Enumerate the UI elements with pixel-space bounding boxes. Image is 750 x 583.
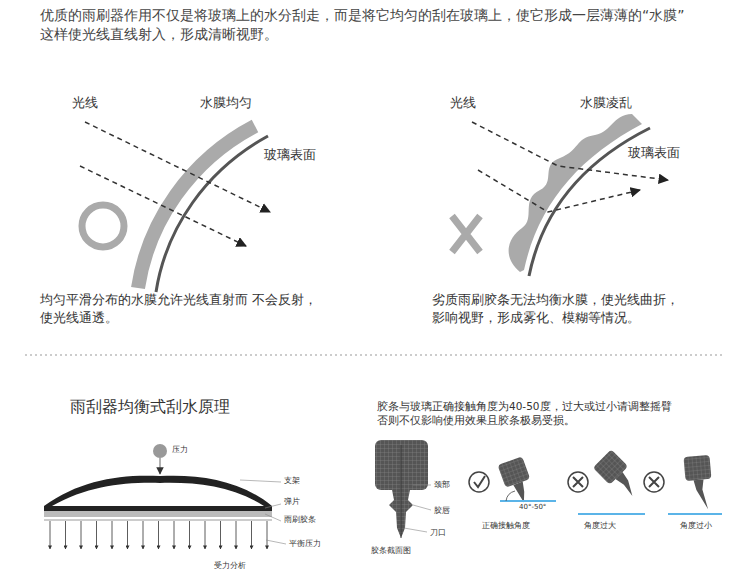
part-label: 平衡压力 xyxy=(289,539,321,550)
part-label: 压力 xyxy=(172,445,188,456)
force-arrow xyxy=(189,521,190,549)
force-diagram xyxy=(44,444,286,549)
note-text: 胶条与玻璃正确接触角度为40-50度，过大或过小请调整摇臂 否则不仅影响使用效果… xyxy=(377,399,737,427)
bad-film-figure xyxy=(452,114,668,276)
good-film-figure xyxy=(80,122,270,292)
caption-text: 均匀平滑分布的水膜允许光线直射而 不会反射，使光线通透。 xyxy=(40,291,340,326)
too-small-figure xyxy=(644,455,722,514)
ray-label: 光线 xyxy=(72,94,98,112)
angle-label: 40°-50° xyxy=(519,503,546,512)
ray-label: 光线 xyxy=(450,94,476,112)
force-arrow xyxy=(65,521,66,549)
film-label: 水膜均匀 xyxy=(200,94,252,112)
part-label: 雨刷胶条 xyxy=(284,515,316,526)
part-label: 胶唇 xyxy=(434,506,450,517)
force-arrow xyxy=(220,521,221,549)
part-label: 受力分析 xyxy=(214,561,246,572)
force-arrow xyxy=(267,521,268,549)
force-arrow xyxy=(205,521,206,549)
force-arrow xyxy=(236,521,237,549)
angle-caption: 角度过小 xyxy=(680,521,712,532)
part-label: 弹片 xyxy=(284,497,300,508)
force-arrow xyxy=(96,521,97,549)
strip-section xyxy=(375,440,431,538)
part-label: 颈部 xyxy=(434,480,450,491)
angle-caption: 正确接触角度 xyxy=(482,521,530,532)
glass-label: 玻璃表面 xyxy=(628,144,680,162)
force-arrow xyxy=(112,521,113,549)
force-arrow xyxy=(127,521,128,549)
angle-caption: 角度过大 xyxy=(584,521,616,532)
glass-label: 玻璃表面 xyxy=(264,146,316,164)
section-title: 雨刮器均衡式刮水原理 xyxy=(70,396,230,418)
part-label: 支架 xyxy=(284,476,300,487)
too-large-figure xyxy=(568,449,645,514)
film-label: 水膜凌乱 xyxy=(580,94,632,112)
force-arrow xyxy=(50,521,51,549)
intro-text: 优质的雨刷器作用不仅是将玻璃上的水分刮走，而是将它均匀的刮在玻璃上，使它形成一层… xyxy=(40,6,740,44)
force-arrow xyxy=(158,521,159,549)
part-label: 胶条截面图 xyxy=(371,546,411,557)
force-arrow xyxy=(174,521,175,549)
caption-text: 劣质雨刷胶条无法均衡水膜，使光线曲折， 影响视野，形成雾化、模糊等情况。 xyxy=(432,291,742,326)
separator xyxy=(25,355,725,356)
force-arrow xyxy=(81,521,82,549)
part-label: 刀口 xyxy=(430,528,446,539)
force-arrow xyxy=(143,521,144,549)
force-arrow xyxy=(251,521,252,549)
correct-angle-figure xyxy=(469,456,556,506)
